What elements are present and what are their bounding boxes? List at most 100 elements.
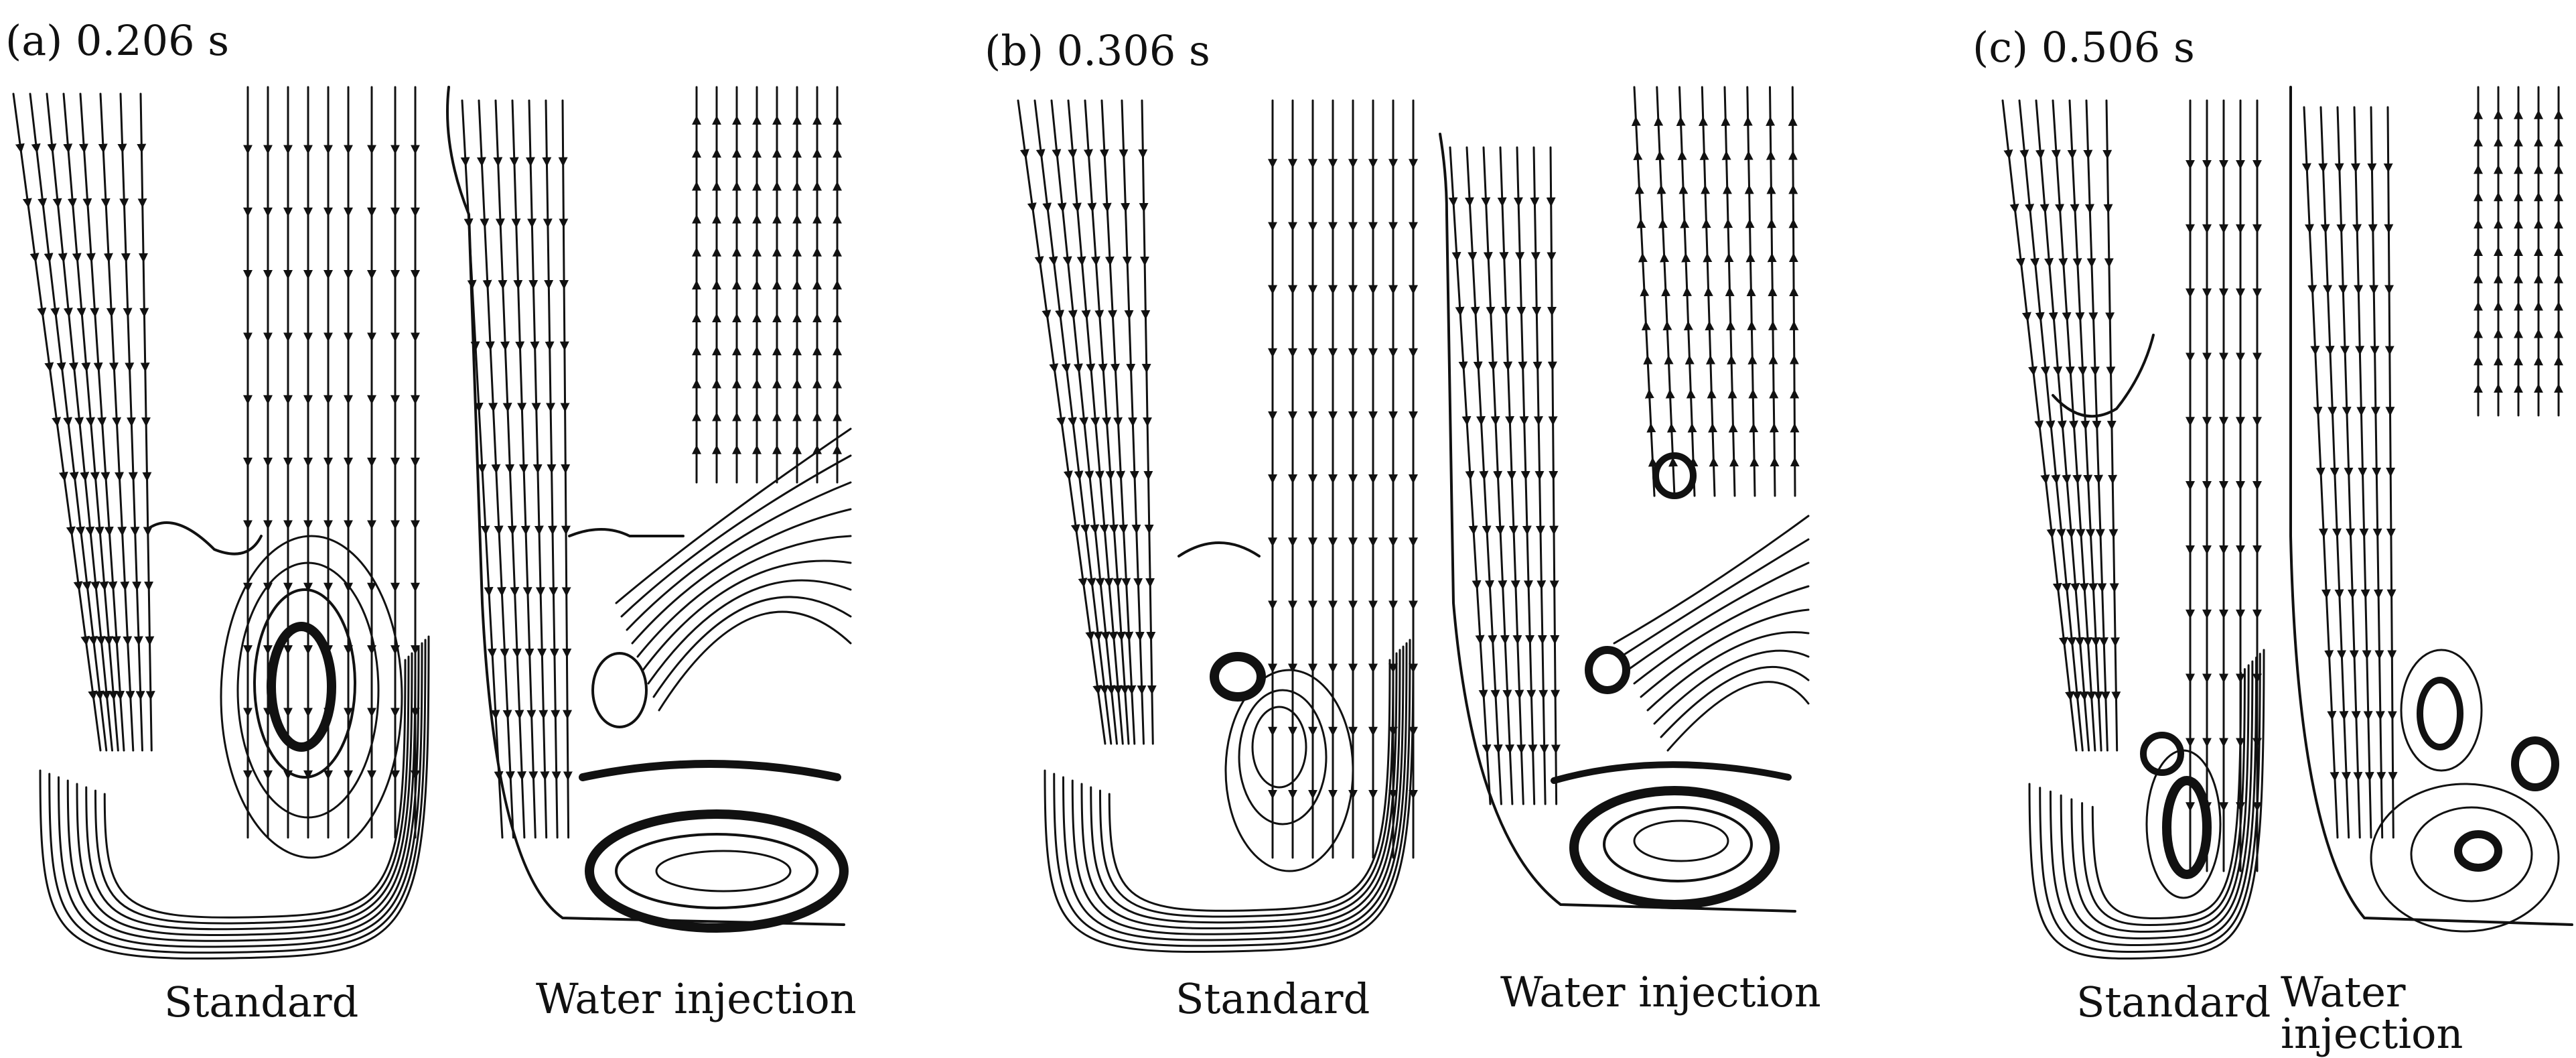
streamline [620,454,852,618]
panel-c-water-injection-streamlines [2289,86,2573,933]
streamline [1654,86,1678,497]
streamline [76,649,417,937]
streamline [1099,655,1394,918]
vortex-ring [236,561,380,819]
vortex-ring [615,833,818,909]
streamline [636,535,852,658]
streamline [66,645,420,942]
streamline [1633,585,1810,685]
streamline [1721,86,1739,497]
streamline [1138,99,1157,745]
streamline [647,579,852,685]
vortex-ring [1603,806,1753,882]
streamline [1067,99,1124,745]
streamline [1439,133,1796,913]
panel-a-standard-streamlines [12,86,430,960]
streamline [542,99,561,839]
vortex-core [2417,677,2463,750]
streamline [493,99,527,839]
streamline [658,610,852,712]
streamline [1646,631,1810,712]
streamline [1631,86,1658,497]
panel-b-standard-streamlines [1017,99,1418,953]
panel-a-water-injection-streamlines [446,86,852,933]
streamline [1177,541,1261,557]
panel-b-label: (b) 0.306 s [985,26,1210,75]
streamline [2035,99,2090,752]
streamline [1481,146,1514,805]
panel-c-standard-label: Standard [2076,978,2271,1027]
vortex-core [585,809,849,933]
streamline [642,559,852,671]
panel-a-standard-label: Standard [164,978,359,1027]
vortex-ring [655,850,792,892]
panel-c-label: (c) 0.506 s [1973,23,2195,72]
vortex-core [2511,736,2559,791]
panel-b-water-injection-streamlines [1439,86,1810,913]
vortex-core [1585,646,1630,694]
streamline [1530,146,1549,805]
streamline [1699,86,1719,497]
streamline [1640,608,1810,698]
streamline [2289,86,2573,926]
streamline [631,508,852,645]
streamline [29,92,108,752]
streamline [2028,649,2265,960]
streamline [2081,668,2246,927]
streamline [58,642,423,948]
streamline [446,86,845,926]
streamline [2060,660,2254,940]
streamline [2318,106,2351,839]
streamline [2091,671,2242,920]
vortex-ring [2410,806,2533,903]
vortex-ring [220,535,403,859]
streamline [2052,334,2155,418]
panel-a-label: (a) 0.206 s [5,16,230,65]
streamline [2367,106,2386,839]
vortex-core [2140,732,2184,776]
streamline [1551,761,1792,784]
streamline [1033,99,1113,745]
streamline [2049,656,2258,947]
vortex-core [2162,776,2212,879]
streamline [1743,86,1760,497]
vortex-ring [1251,706,1307,789]
panel-b-water-injection-label: Water injection [1500,968,1821,1016]
streamline [1090,652,1398,924]
streamline [2383,106,2398,839]
streamline [2102,99,2121,752]
streamline [2070,664,2250,933]
panel-c-standard-streamlines [2001,99,2265,960]
streamline [1053,639,1411,947]
vortex-ring [2370,783,2560,933]
streamline [1653,649,1810,725]
streamline [1766,86,1780,497]
streamline [615,427,852,604]
streamline [568,528,685,537]
vortex-ring [1238,689,1328,825]
panel-b-standard-label: Standard [1175,974,1370,1023]
streamline [626,481,852,631]
streamline [48,639,427,954]
streamline [1788,86,1800,497]
streamline [146,521,263,555]
streamline [62,92,119,752]
streamline [2001,99,2078,752]
streamline [1546,146,1561,805]
streamline [1062,642,1408,941]
vortex-ring [253,588,356,779]
streamline [1071,645,1405,935]
streamline [1626,561,1810,671]
streamline [137,92,155,752]
vortex-ring [591,652,648,728]
streamline [103,659,407,919]
streamline [1620,538,1810,658]
streamline [579,760,841,781]
streamline [1660,665,1810,738]
vortex-core [1652,452,1697,499]
streamline [1666,681,1810,752]
streamline [1676,86,1699,497]
streamline [1119,99,1147,745]
streamline [1108,659,1391,912]
